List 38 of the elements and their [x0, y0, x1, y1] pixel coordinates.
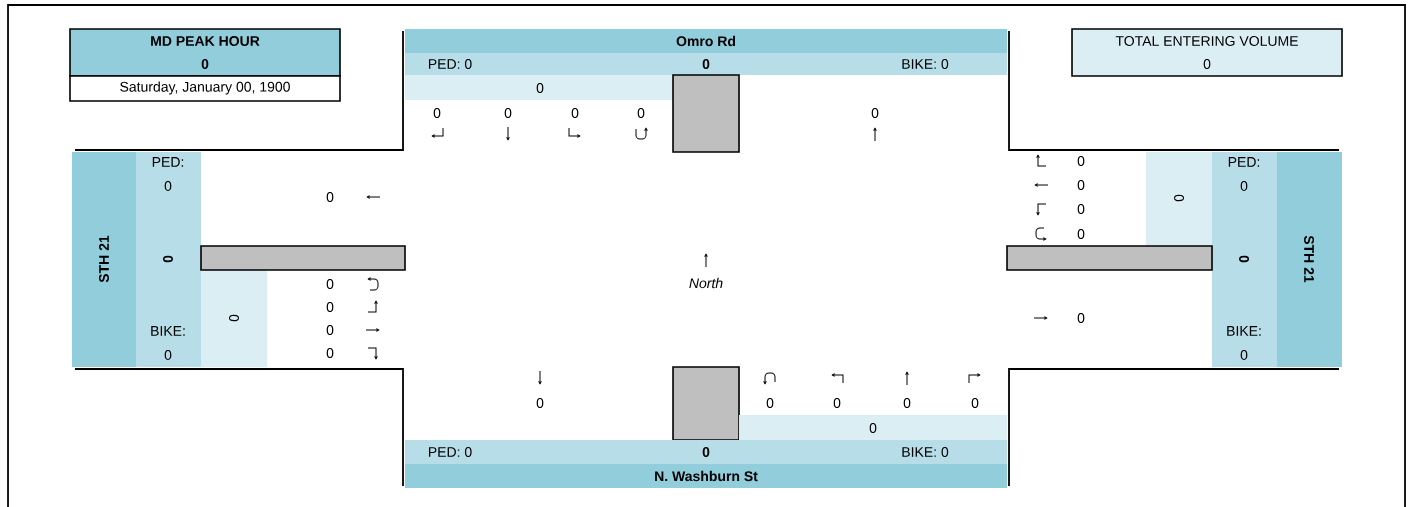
count-label: 0: [833, 398, 841, 408]
count-label: 0: [1077, 156, 1085, 166]
compass-label: North: [689, 277, 723, 289]
count-label: 0: [871, 108, 879, 118]
count-label: 0: [504, 108, 512, 118]
ped-bike-band: PED: 0 0 BIKE: 0: [1212, 152, 1277, 367]
total-volume-box: TOTAL ENTERING VOLUME 0: [1071, 28, 1343, 77]
street-name-band: STH 21: [1277, 152, 1342, 367]
count-label: 0: [326, 348, 334, 358]
exit-volume-band: 0: [1146, 152, 1212, 246]
exit-volume-band: 0: [739, 415, 1007, 440]
count-label: 0: [1077, 313, 1085, 323]
count-label: 0: [536, 398, 544, 408]
count-label: 0: [1077, 204, 1085, 214]
street-name-band: N. Washburn St: [405, 464, 1007, 488]
median-island: [200, 245, 406, 271]
median-island: [672, 74, 740, 153]
count-label: 0: [326, 302, 334, 312]
count-label: 0: [971, 398, 979, 408]
median-island: [672, 366, 740, 441]
count-label: 0: [326, 192, 334, 202]
peak-hour-box: MD PEAK HOUR 0: [69, 28, 341, 77]
date-box: Saturday, January 00, 1900: [69, 75, 341, 102]
street-name-band: STH 21: [72, 152, 136, 367]
median-island: [1006, 245, 1213, 271]
count-label: 0: [637, 108, 645, 118]
count-label: 0: [326, 325, 334, 335]
ped-bike-band: PED: 0 0 BIKE: 0: [136, 152, 201, 367]
count-label: 0: [433, 108, 441, 118]
count-label: 0: [766, 398, 774, 408]
exit-volume-band: 0: [201, 270, 267, 367]
exit-volume-band: 0: [405, 75, 673, 100]
count-label: 0: [903, 398, 911, 408]
ped-bike-band: PED: 0 0 BIKE: 0: [405, 53, 1007, 75]
ped-bike-band: PED: 0 0 BIKE: 0: [405, 440, 1007, 464]
street-name-band: Omro Rd: [405, 29, 1007, 53]
count-label: 0: [571, 108, 579, 118]
count-label: 0: [1077, 180, 1085, 190]
